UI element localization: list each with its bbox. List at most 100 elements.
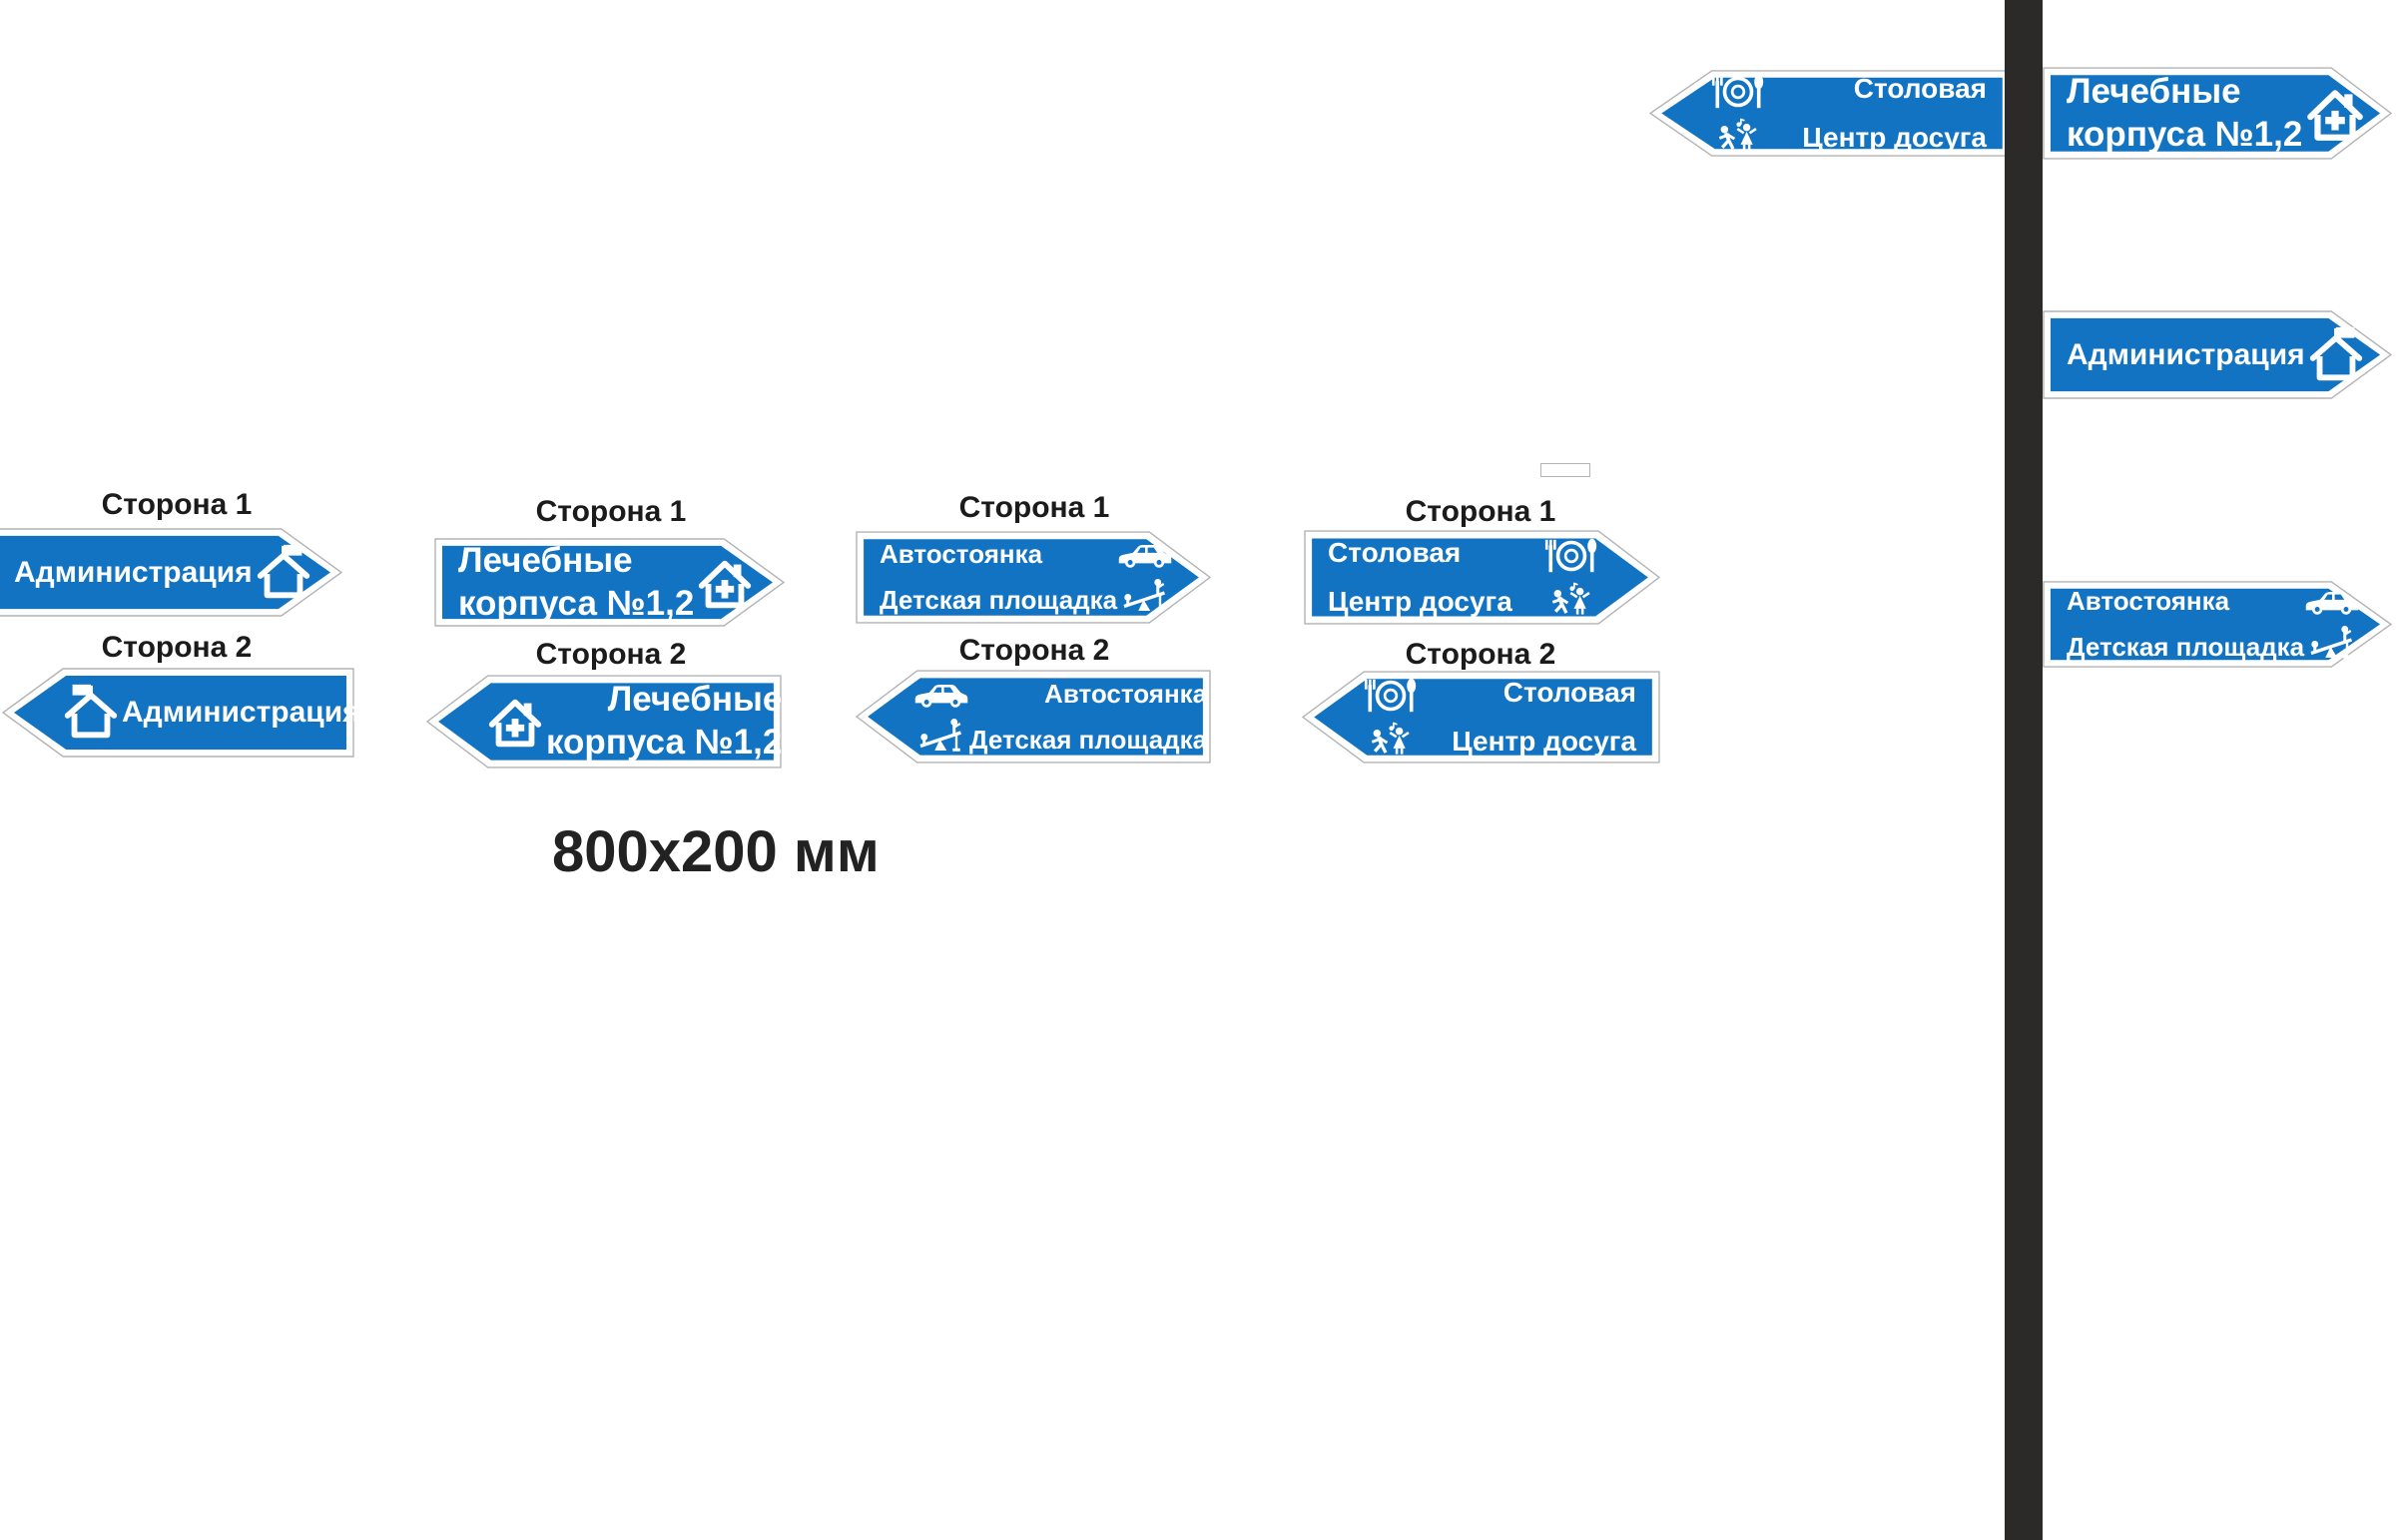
sign-leisure-side1: Столовая Центр досуга: [1304, 530, 1660, 625]
sign-icons: [694, 552, 756, 614]
sign-text-lines: Лечебные корпуса №1,2: [2067, 71, 2302, 156]
sign-icons: [1360, 678, 1422, 758]
sign-line: Центр досуга: [1802, 122, 1987, 153]
sign-line: Лечебные: [2067, 71, 2241, 111]
sign-text-lines: Администрация: [2067, 338, 2305, 372]
sign-parking-side2: Автостоянка Детская площадка: [856, 670, 1211, 764]
sign-content: Лечебные корпуса №1,2: [434, 680, 782, 762]
house-flag-icon: [253, 542, 314, 604]
arrow-right-shape: [856, 531, 1211, 624]
sign-content: Столовая Центр досуга: [1310, 677, 1652, 758]
side-label-2: Сторона 2: [101, 631, 253, 664]
sign-line: Столовая: [1853, 73, 1987, 104]
playground-seesaw-icon: [1121, 576, 1169, 613]
mounted-sign-medical-right: Лечебные корпуса №1,2: [2043, 67, 2392, 160]
sign-line: Детская площадка: [2067, 632, 2305, 662]
sign-icons: [2304, 589, 2360, 660]
mounted-sign-leisure-left: Столовая Центр досуга: [1649, 70, 2011, 157]
sign-content: Столовая Центр досуга: [1657, 73, 2003, 153]
sign-icons: [60, 682, 122, 744]
sign-text-lines: Автостоянка Детская площадка: [880, 539, 1117, 616]
sign-admin-side2: Администрация: [2, 668, 360, 758]
sign-content: Автостоянка Детская площадка: [864, 678, 1207, 756]
sign-line: Автостоянка: [880, 539, 1043, 569]
dining-icon: [1707, 74, 1769, 110]
sign-text-lines: Администрация: [14, 556, 253, 590]
sign-line: корпуса №1,2: [458, 583, 695, 623]
arrow-right-shape: [434, 538, 785, 627]
sign-content: Лечебные корпуса №1,2: [442, 541, 777, 623]
sign-text-lines: Столовая Центр досуга: [1328, 537, 1540, 618]
sign-icons: [2305, 324, 2367, 386]
arrow-left-shape: [1302, 671, 1660, 764]
side-label-1: Сторона 1: [958, 491, 1110, 524]
sign-line: Администрация: [2067, 337, 2305, 371]
sign-line: корпуса №1,2: [2067, 114, 2303, 154]
sign-line: Детская площадка: [880, 585, 1118, 615]
house-flag-icon: [60, 682, 122, 744]
side-label-2: Сторона 2: [535, 638, 687, 671]
sign-line: Лечебные: [607, 680, 783, 720]
sign-text-lines: Лечебные корпуса №1,2: [458, 540, 694, 625]
arrow-right-shape: [2043, 581, 2392, 668]
sign-line: корпуса №1,2: [546, 723, 783, 762]
arrow-right-shape: [2043, 310, 2392, 399]
sign-content: Администрация: [2051, 318, 2384, 391]
sign-content: Администрация: [0, 536, 334, 609]
sign-content: Администрация: [10, 676, 360, 750]
house-plus-icon: [694, 552, 756, 614]
sign-pole: [2005, 0, 2043, 1540]
sign-medical-side2: Лечебные корпуса №1,2: [426, 675, 782, 769]
sign-text-lines: Столовая Центр досуга: [1422, 677, 1636, 758]
sign-medical-side1: Лечебные корпуса №1,2: [434, 538, 785, 627]
arrow-right-shape: [1304, 530, 1660, 625]
sign-content: Лечебные корпуса №1,2: [2051, 72, 2384, 154]
dancers-icon: [1548, 581, 1594, 618]
sign-content: Автостоянка Детская площадка: [864, 539, 1203, 616]
car-icon: [913, 682, 969, 709]
car-icon: [1117, 542, 1173, 569]
stray-rectangle: [1540, 463, 1590, 477]
dancers-icon: [1715, 117, 1761, 154]
sign-text-lines: Автостоянка Детская площадка: [2067, 586, 2304, 663]
sign-text-lines: Столовая Центр досуга: [1769, 73, 1987, 154]
sign-leisure-side2: Столовая Центр досуга: [1302, 671, 1660, 764]
sign-text-lines: Администрация: [122, 696, 360, 730]
side-label-2: Сторона 2: [1405, 638, 1556, 671]
sign-icons: [1117, 542, 1173, 613]
sign-line: Столовая: [1328, 537, 1462, 568]
house-plus-icon: [2302, 81, 2368, 147]
sign-admin-side1: Администрация: [0, 528, 342, 617]
sign-line: Детская площадка: [969, 724, 1208, 755]
arrow-right-shape: [2043, 67, 2392, 160]
house-flag-icon: [2305, 324, 2367, 386]
arrow-left-shape: [1649, 70, 2011, 157]
mounted-sign-admin-right: Администрация: [2043, 310, 2392, 399]
size-caption: 800x200 мм: [552, 819, 880, 884]
sign-icons: [2302, 81, 2368, 147]
sign-line: Администрация: [14, 555, 253, 589]
sign-icons: [1540, 538, 1602, 618]
side-label-1: Сторона 1: [101, 488, 253, 521]
sign-text-lines: Лечебные корпуса №1,2: [546, 679, 782, 764]
side-label-1: Сторона 1: [1405, 495, 1556, 528]
car-icon: [2304, 589, 2360, 616]
side-label-1: Сторона 1: [535, 495, 687, 528]
sign-line: Администрация: [122, 696, 360, 729]
sign-line: Автостоянка: [1044, 678, 1208, 709]
side-label-2: Сторона 2: [958, 634, 1110, 667]
sign-icons: [913, 682, 969, 753]
sign-content: Автостоянка Детская площадка: [2051, 586, 2384, 663]
arrow-right-shape: [0, 528, 342, 617]
sign-line: Лечебные: [458, 540, 633, 580]
playground-seesaw-icon: [2308, 623, 2356, 660]
sign-parking-side1: Автостоянка Детская площадка: [856, 531, 1211, 624]
sign-icons: [484, 691, 546, 753]
mounted-sign-parking-right: Автостоянка Детская площадка: [2043, 581, 2392, 668]
sign-line: Центр досуга: [1452, 726, 1636, 757]
playground-seesaw-icon: [917, 716, 965, 753]
sign-line: Центр досуга: [1328, 586, 1512, 617]
sign-icons: [1707, 74, 1769, 154]
dancers-icon: [1368, 721, 1414, 758]
